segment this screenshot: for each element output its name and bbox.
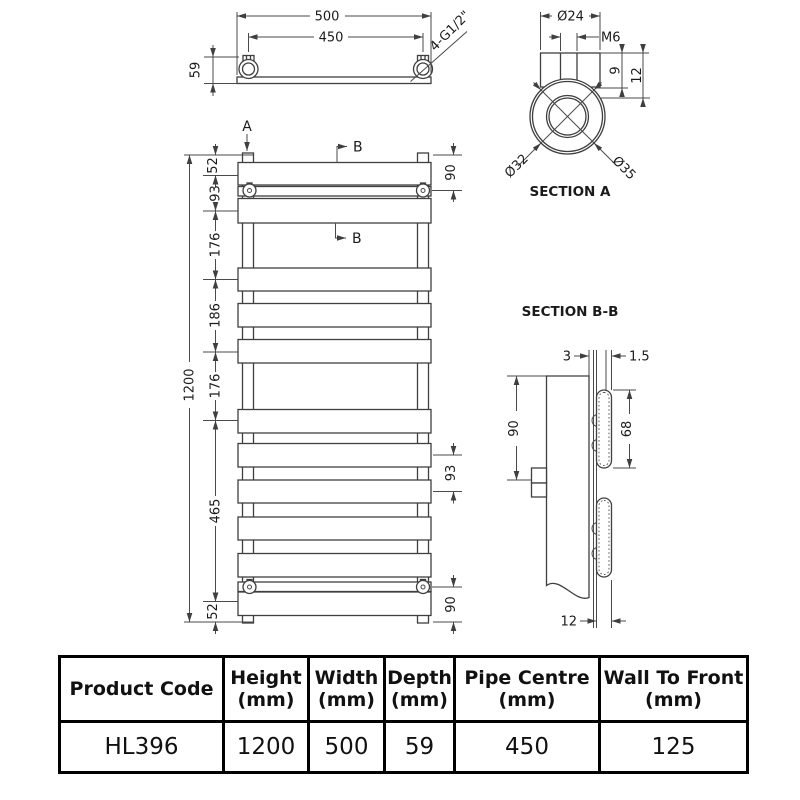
panel bbox=[237, 552, 432, 578]
riser-tube-left bbox=[241, 152, 255, 624]
value-pipe-centre: 450 bbox=[453, 720, 601, 774]
section-marker-a: A bbox=[242, 119, 252, 135]
panel bbox=[237, 408, 432, 434]
section-marker-b-mid: B bbox=[352, 231, 362, 247]
collector-bottom bbox=[237, 581, 432, 593]
section-bb-view: SECTION B-B 3 1.5 90 bbox=[507, 304, 650, 630]
mount-boss bbox=[242, 183, 257, 198]
dim-left: 465 bbox=[209, 499, 224, 524]
dim-diameter-outer: Ø35 bbox=[609, 154, 639, 184]
riser-tube-section bbox=[545, 375, 590, 599]
panel bbox=[237, 267, 432, 292]
dim-thread: M6 bbox=[601, 31, 621, 46]
value-product-code: HL396 bbox=[58, 720, 225, 774]
dim-bracket-offset: 90 bbox=[507, 420, 522, 437]
pipe-connection-right bbox=[412, 58, 434, 80]
header-product-code: Product Code bbox=[58, 655, 225, 723]
dim-left: 93 bbox=[209, 185, 224, 202]
dim-left: 52 bbox=[206, 157, 221, 174]
top-view-bar bbox=[236, 76, 432, 85]
header-depth: Depth (mm) bbox=[383, 655, 456, 723]
panel bbox=[237, 338, 432, 364]
dim-right-top: 90 bbox=[444, 164, 459, 181]
panel bbox=[237, 442, 432, 468]
dim-left: 176 bbox=[209, 233, 224, 258]
panel-section bbox=[595, 389, 613, 469]
mount-boss bbox=[242, 579, 257, 595]
panel-section bbox=[595, 497, 613, 578]
panel bbox=[237, 302, 432, 328]
dim-wall-gap: 3 bbox=[563, 350, 571, 365]
header-width: Width (mm) bbox=[307, 655, 386, 723]
spec-table-header-row: Product Code Height (mm) Width (mm) Dept… bbox=[58, 655, 749, 723]
section-a-view: Ø24 M6 9 12 Ø32 Ø35 SECTION A bbox=[502, 10, 650, 200]
header-pipe-centre: Pipe Centre (mm) bbox=[453, 655, 601, 723]
dim-overall-height: 1200 bbox=[183, 368, 198, 401]
dim-left: 176 bbox=[209, 374, 224, 399]
front-view: A B B 1200 52 93 176 1 bbox=[183, 119, 462, 634]
panel bbox=[237, 197, 432, 224]
dim-boss-height: 9 bbox=[609, 66, 624, 74]
mount-bracket bbox=[530, 482, 548, 498]
value-width: 500 bbox=[307, 720, 386, 774]
drawing-canvas: 500 450 59 4-G1/2" bbox=[183, 8, 650, 634]
value-depth: 59 bbox=[383, 720, 456, 774]
dim-diameter-inner: Ø32 bbox=[502, 152, 532, 182]
panel bbox=[237, 591, 432, 617]
dim-right-bottom: 90 bbox=[444, 596, 459, 613]
header-wall-to-front: Wall To Front (mm) bbox=[598, 655, 749, 723]
dim-pipe-centres: 450 bbox=[319, 31, 344, 46]
dim-depth: 59 bbox=[189, 62, 204, 79]
mount-boss bbox=[415, 579, 431, 595]
section-a-title: SECTION A bbox=[529, 184, 611, 200]
dim-left: 52 bbox=[206, 603, 221, 620]
panel bbox=[237, 161, 432, 186]
spec-table-data-row: HL396 1200 500 59 450 125 bbox=[58, 720, 749, 774]
dim-overall-width: 500 bbox=[315, 10, 340, 25]
section-marker-b-top: B bbox=[353, 140, 363, 156]
value-wall-to-front: 125 bbox=[598, 720, 749, 774]
dim-sheet-thickness: 1.5 bbox=[629, 350, 650, 365]
mount-bracket bbox=[530, 467, 548, 484]
dim-right-mid: 93 bbox=[444, 465, 459, 482]
spec-table: Product Code Height (mm) Width (mm) Dept… bbox=[58, 655, 749, 774]
panel bbox=[237, 516, 432, 541]
dim-boss-depth: 12 bbox=[630, 67, 645, 84]
value-height: 1200 bbox=[222, 720, 310, 774]
dim-panel-width: 68 bbox=[620, 421, 635, 438]
dim-panel-depth: 12 bbox=[560, 615, 577, 630]
top-view: 500 450 59 4-G1/2" bbox=[189, 8, 473, 96]
header-height: Height (mm) bbox=[222, 655, 310, 723]
dim-left: 186 bbox=[209, 303, 224, 328]
dim-boss-diameter: Ø24 bbox=[557, 10, 584, 25]
panel bbox=[237, 479, 432, 504]
collector-top bbox=[237, 185, 432, 197]
section-bb-title: SECTION B-B bbox=[522, 304, 619, 320]
riser-tube-right bbox=[416, 152, 430, 624]
mount-boss bbox=[415, 183, 431, 198]
pipe-connection-left bbox=[238, 58, 259, 80]
